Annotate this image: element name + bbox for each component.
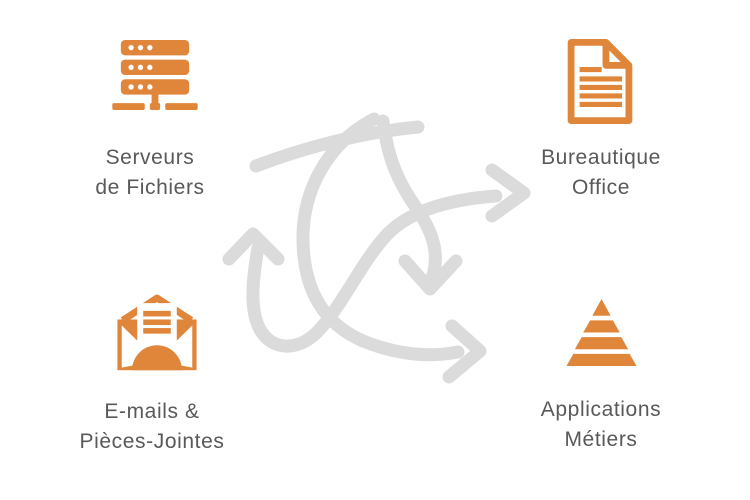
arrow-down-shaft xyxy=(376,114,442,285)
node-bureautique-office xyxy=(566,39,634,124)
arrow-to-applications-shaft xyxy=(296,112,465,362)
layered-pyramid-icon xyxy=(566,299,637,366)
label-applications-metiers: Applications Métiers xyxy=(481,395,721,455)
arrowhead-down xyxy=(398,254,463,296)
arrow-up-and-right-shaft xyxy=(246,189,503,353)
server-stack-icon xyxy=(112,40,198,110)
label-line: Office xyxy=(571,176,631,199)
label-bureautique-office: Bureautique Office xyxy=(491,143,711,203)
label-line: Pièces-Jointes xyxy=(79,430,225,453)
arrow-tail-arc xyxy=(249,120,425,173)
label-line: Serveurs xyxy=(105,146,195,169)
arrowhead-up xyxy=(222,227,285,266)
label-line: Applications xyxy=(540,398,662,421)
node-emails-pieces-jointes xyxy=(114,291,200,372)
node-serveurs-de-fichiers xyxy=(112,40,198,110)
label-serveurs-de-fichiers: Serveurs de Fichiers xyxy=(40,143,260,203)
arrowhead-right-bottom xyxy=(442,319,487,384)
label-emails-pieces-jointes: E-mails & Pièces-Jointes xyxy=(32,397,272,457)
label-line: E-mails & xyxy=(104,400,200,423)
label-line: Métiers xyxy=(564,428,638,451)
node-applications-metiers xyxy=(563,299,640,366)
document-icon xyxy=(567,39,633,124)
arrowhead-right-top xyxy=(485,163,531,223)
label-line: de Fichiers xyxy=(95,176,205,199)
label-line: Bureautique xyxy=(541,146,661,169)
open-envelope-icon xyxy=(117,294,197,371)
